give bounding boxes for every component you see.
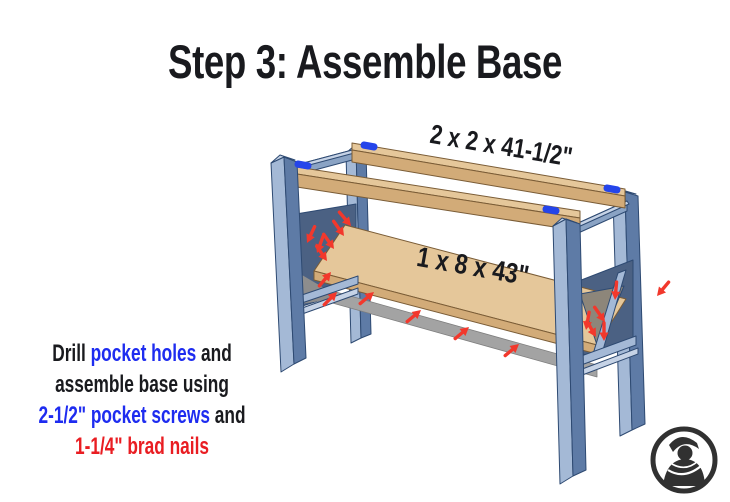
leg-front-left: [270, 154, 307, 373]
pocket-hole-arrow: [322, 292, 337, 307]
instruction-line: Drill pocket holes and: [9, 338, 275, 369]
pocket-hole-arrow: [337, 210, 351, 226]
pocket-hole-arrow: [611, 280, 621, 300]
instruction-line: 1-1/4" brad nails: [9, 431, 275, 462]
pocket-hole-arrow: [657, 280, 671, 296]
pocket-hole-arrow: [405, 310, 421, 324]
pocket-hole-mark: [294, 160, 312, 170]
builder-logo: [645, 421, 723, 499]
pocket-hole-arrows: [306, 210, 671, 358]
instruction-line: assemble base using: [9, 369, 275, 400]
pocket-hole-arrow: [599, 321, 609, 341]
pocket-hole-mark: [603, 184, 621, 194]
pocket-hole-arrow: [453, 327, 469, 341]
pocket-hole-arrow: [317, 272, 331, 288]
rail-back: [351, 142, 626, 209]
pocket-hole-arrow: [321, 232, 334, 249]
pocket-hole-arrow: [306, 224, 317, 243]
instruction-segment: and: [196, 340, 232, 367]
instruction-segment: assemble base using: [55, 371, 229, 398]
instruction-segment: 2-1/2" pocket screws: [38, 402, 210, 429]
leg-front-right: [552, 217, 587, 485]
instruction-segment: and: [209, 402, 246, 429]
pocket-hole-mark: [542, 205, 560, 215]
pocket-hole-arrow: [358, 292, 374, 306]
instructions-text: Drill pocket holes and assemble base usi…: [9, 338, 275, 462]
pocket-hole-arrow: [314, 244, 327, 261]
pocket-hole-marks: [294, 141, 621, 215]
page-title: Step 3: Assemble Base: [168, 35, 562, 88]
pocket-hole-arrow: [592, 305, 605, 322]
builder-logo-icon: [650, 426, 718, 494]
instruction-segment: 1-1/4" brad nails: [74, 433, 210, 460]
pocket-hole-arrow: [331, 219, 344, 236]
instruction-line: 2-1/2" pocket screws and: [9, 400, 275, 431]
instruction-segment: Drill: [52, 340, 91, 367]
pocket-hole-arrow: [585, 319, 596, 337]
pocket-hole-mark: [360, 141, 378, 151]
pocket-hole-arrow: [503, 344, 519, 358]
instruction-segment: pocket holes: [90, 340, 197, 367]
